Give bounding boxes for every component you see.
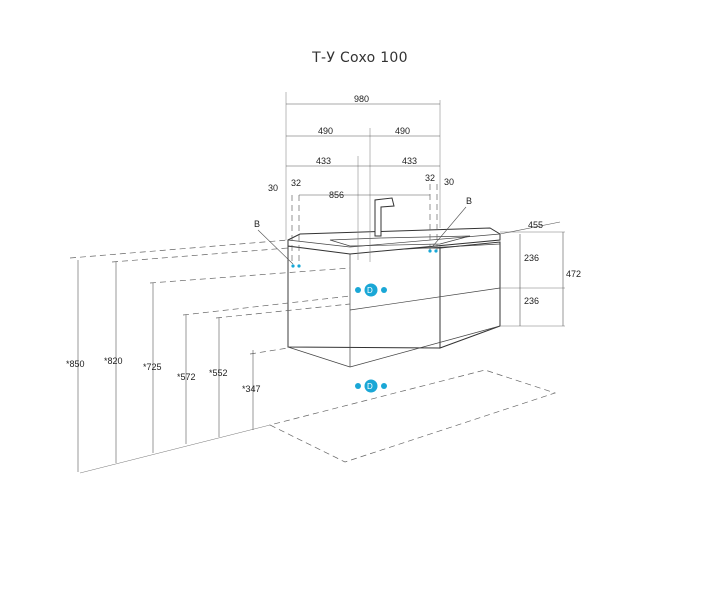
bottom-front-edge	[349, 325, 501, 368]
height-572-label: *572	[177, 372, 196, 382]
height-552-label: *552	[209, 368, 228, 378]
floor-outline	[268, 369, 557, 463]
cabinet-side-face	[439, 241, 501, 349]
dim-line-455	[499, 221, 561, 235]
wall-line-347	[249, 347, 289, 355]
drawer-top-label: 236	[524, 253, 539, 263]
half-right-label: 490	[395, 126, 410, 136]
offset-left-label: 433	[316, 156, 331, 166]
b-point-left-2	[297, 264, 301, 268]
height-347-label: *347	[242, 384, 261, 394]
washbasin	[287, 197, 501, 255]
drain-connection-floor: D	[355, 379, 387, 393]
basin-bowl	[329, 235, 471, 247]
b-callouts: B B	[254, 196, 472, 268]
left-30-label: 30	[268, 183, 278, 193]
right-30-label: 30	[444, 177, 454, 187]
floor-inlet-icon-right	[381, 383, 387, 389]
basin-rim-front	[349, 233, 501, 248]
wall-lines	[69, 239, 351, 474]
floor-drain-icon	[364, 379, 378, 393]
offset-right-label: 433	[402, 156, 417, 166]
inlet-icon-right	[381, 287, 387, 293]
total-width-label: 980	[354, 94, 369, 104]
b-point-right-2	[434, 249, 438, 253]
half-left-label: 490	[318, 126, 333, 136]
svg-text:D: D	[367, 382, 373, 391]
wall-line-552	[215, 303, 351, 319]
height-820-label: *820	[104, 356, 123, 366]
basin-rim-left	[287, 239, 351, 248]
total-height-label: 472	[566, 269, 581, 279]
b-point-right-1	[428, 249, 432, 253]
height-dimensions: *850 *820 *725 *572 *552 *347	[66, 260, 261, 472]
drain-connection-wall: D	[355, 283, 387, 297]
floor-line	[79, 424, 271, 474]
width-dimensions: 980 490 490 433 433 856 30 32 32 30	[268, 92, 454, 262]
left-32-label: 32	[291, 178, 301, 188]
faucet	[374, 197, 395, 237]
basin-top	[287, 227, 501, 255]
leader-b-right	[432, 206, 467, 247]
vanity-cabinet	[287, 241, 501, 368]
label-b-left: B	[254, 219, 260, 229]
inner-width-label: 856	[329, 190, 344, 200]
drawer-divider	[349, 287, 501, 311]
depth-dimensions: 455 236 236 472	[499, 220, 581, 327]
wall-line-572	[182, 295, 351, 316]
height-725-label: *725	[143, 362, 162, 372]
wall-line-820	[111, 247, 289, 263]
drain-icon	[364, 283, 378, 297]
b-point-left-1	[291, 264, 295, 268]
cabinet-front-outline	[287, 245, 441, 349]
drawer-bottom-label: 236	[524, 296, 539, 306]
wall-line-850	[69, 239, 289, 259]
wall-line-725	[149, 267, 351, 284]
svg-text:D: D	[367, 286, 373, 295]
height-850-label: *850	[66, 359, 85, 369]
bottom-left-edge	[287, 346, 351, 368]
label-b-right: B	[466, 196, 472, 206]
depth-label: 455	[528, 220, 543, 230]
leader-b-left	[257, 229, 294, 265]
floor-inlet-icon-left	[355, 383, 361, 389]
inlet-icon-left	[355, 287, 361, 293]
right-32-label: 32	[425, 173, 435, 183]
drawing-title: Т-У Coxo 100	[312, 50, 408, 66]
